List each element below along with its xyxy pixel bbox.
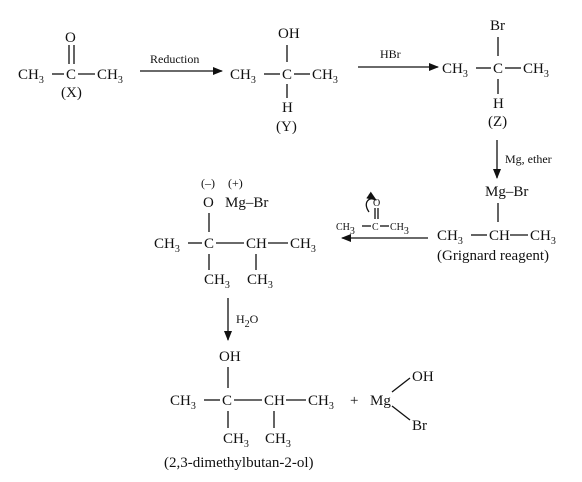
z-ch3-left: CH3 [442,61,468,80]
product-ch3-below1: CH3 [223,431,249,450]
compound-y: OH CH3 C CH3 H (Y) [230,26,338,135]
y-label: (Y) [276,119,297,135]
compound-x: CH3 C O CH3 (X) [18,30,123,101]
intermediate-ch3-left: CH3 [154,236,180,255]
x-carbonyl-o: O [65,30,76,46]
alkoxide-intermediate: (–) (+) O Mg–Br CH3 C CH CH3 CH3 CH3 [154,176,316,291]
intermediate-ch3-right: CH3 [290,236,316,255]
z-h: H [493,96,504,112]
curved-arrow-icon [365,191,377,213]
y-oh: OH [278,26,300,42]
intermediate-mgbr: Mg–Br [225,195,268,211]
grignard-ch: CH [489,228,510,244]
y-ch3-left: CH3 [230,67,256,86]
step-acetone-addition: CH3 C O CH3 [336,191,428,242]
product: OH CH3 C CH CH3 CH3 CH3 (2,3-dimethylbut… [164,349,334,471]
z-br: Br [490,18,505,34]
step-hydrolysis: H2O [224,298,259,341]
hydrolysis-label: H2O [236,312,259,330]
grignard-label: (Grignard reagent) [437,248,549,264]
product-ch: CH [264,393,285,409]
acetone-o: O [373,198,380,209]
x-label: (X) [61,85,82,101]
product-oh: OH [219,349,241,365]
charge-minus: (–) [201,176,215,190]
z-center-c: C [493,61,503,77]
y-ch3-right: CH3 [312,67,338,86]
product-name: (2,3-dimethylbutan-2-ol) [164,455,314,471]
x-carbonyl-c: C [66,67,76,83]
intermediate-center-c: C [204,236,214,252]
y-center-c: C [282,67,292,83]
reduction-label: Reduction [150,52,199,66]
y-h: H [282,100,293,116]
intermediate-ch: CH [246,236,267,252]
x-ch3-left: CH3 [18,67,44,86]
intermediate-o: O [203,195,214,211]
z-ch3-right: CH3 [523,61,549,80]
byproduct-bond-br [391,405,411,421]
intermediate-ch3-below1: CH3 [204,272,230,291]
product-ch3-left: CH3 [170,393,196,412]
z-label: (Z) [488,114,507,130]
grignard-mgbr: Mg–Br [485,184,528,200]
step-hbr: HBr [358,47,439,71]
grignard-ch3-left: CH3 [437,228,463,247]
byproduct-bond-oh [391,377,411,393]
plus-sign: + [350,393,358,409]
x-ch3-right: CH3 [97,67,123,86]
byproduct-br: Br [412,418,427,434]
acetone-c: C [372,222,379,233]
grignard-ch3-right: CH3 [530,228,556,247]
product-center-c: C [222,393,232,409]
mg-ether-label: Mg, ether [505,152,552,166]
byproduct-mg: Mg [370,393,391,409]
acetone-ch3-left: CH3 [336,222,355,237]
byproduct: + Mg OH Br [350,369,434,434]
step-mg-ether: Mg, ether [493,140,552,179]
compound-z: Br CH3 C CH3 H (Z) [442,18,549,130]
byproduct-oh: OH [412,369,434,385]
intermediate-ch3-below2: CH3 [247,272,273,291]
hbr-label: HBr [380,47,401,61]
acetone-ch3-right: CH3 [390,222,409,237]
step-reduction: Reduction [140,52,223,75]
charge-plus: (+) [228,176,243,190]
product-ch3-right: CH3 [308,393,334,412]
grignard-reagent: Mg–Br CH3 CH CH3 (Grignard reagent) [437,184,556,264]
product-ch3-below2: CH3 [265,431,291,450]
